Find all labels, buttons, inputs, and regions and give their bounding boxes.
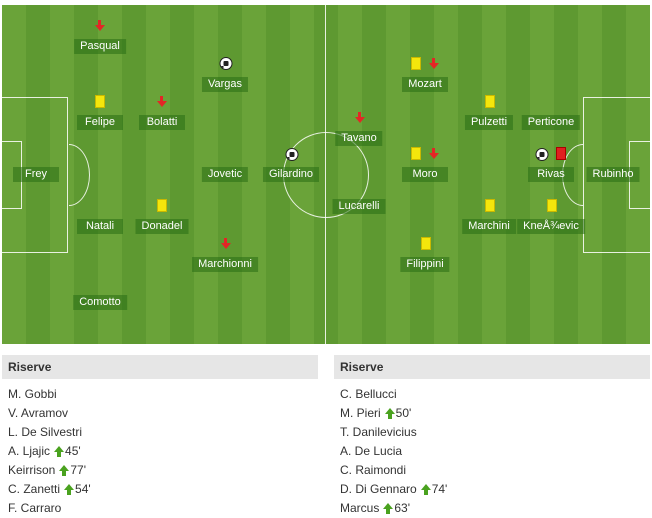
reserve-name: L. De Silvestri	[8, 425, 83, 439]
substitution-minute: 77'	[70, 463, 86, 477]
player-tavano[interactable]: Tavano	[335, 131, 383, 146]
player-gilardino[interactable]: Gilardino	[262, 167, 320, 182]
reserve-name: V. Avramov	[8, 406, 69, 420]
reserve-name: C. Zanetti	[8, 482, 61, 496]
substitution-minute: 50'	[395, 406, 412, 420]
player-kneazevic[interactable]: KneÅ¾evic	[517, 219, 585, 234]
red-card-icon	[556, 147, 566, 160]
yellow-card-icon	[421, 237, 431, 250]
player-moro[interactable]: Moro	[402, 167, 448, 182]
reserves-home-list: M. Gobbi V. Avramov L. De Silvestri A. L…	[2, 385, 318, 518]
reserve-item[interactable]: D. Di Gennaro 74'	[334, 480, 650, 499]
reserve-item[interactable]: A. De Lucia	[334, 442, 650, 461]
player-jovetic[interactable]: Jovetic	[201, 167, 249, 182]
substitution-in-icon	[420, 484, 432, 495]
reserve-name: C. Bellucci	[340, 387, 397, 401]
reserve-name: F. Carraro	[8, 501, 62, 515]
yellow-card-icon	[411, 147, 421, 160]
reserve-item[interactable]: T. Danilevicius	[334, 423, 650, 442]
reserve-name: Keirrison	[8, 463, 56, 477]
reserves-away-title: Riserve	[334, 355, 650, 379]
reserve-item[interactable]: Keirrison 77'	[2, 461, 318, 480]
yellow-card-icon	[485, 95, 495, 108]
player-pulzetti[interactable]: Pulzetti	[464, 115, 514, 130]
right-penalty-area	[583, 97, 650, 253]
substitution-minute: 45'	[65, 444, 81, 458]
player-marchini[interactable]: Marchini	[462, 219, 516, 234]
player-felipe[interactable]: Felipe	[77, 115, 123, 130]
goal-ball-icon	[285, 148, 299, 161]
reserve-item[interactable]: M. Gobbi	[2, 385, 318, 404]
reserve-name: C. Raimondi	[340, 463, 407, 477]
reserve-item[interactable]: F. Carraro	[2, 499, 318, 518]
substitution-minute: 63'	[394, 501, 410, 515]
reserve-name: M. Gobbi	[8, 387, 57, 401]
player-filippini[interactable]: Filippini	[400, 257, 450, 272]
goal-ball-icon	[219, 57, 233, 70]
reserve-name: D. Di Gennaro	[340, 482, 417, 496]
left-penalty-area	[1, 97, 68, 253]
reserve-name: T. Danilevicius	[340, 425, 417, 439]
player-marchionni[interactable]: Marchionni	[192, 257, 258, 272]
substitution-in-icon	[59, 465, 70, 476]
player-lucarelli[interactable]: Lucarelli	[332, 199, 386, 214]
reserves-home-panel: Riserve M. Gobbi V. Avramov L. De Silves…	[2, 355, 318, 518]
substitution-in-icon	[54, 446, 65, 457]
player-frey[interactable]: Frey	[13, 167, 59, 182]
yellow-card-icon	[95, 95, 105, 108]
yellow-card-icon	[157, 199, 167, 212]
reserve-item[interactable]: A. Ljajic 45'	[2, 442, 318, 461]
reserve-item[interactable]: C. Zanetti 54'	[2, 480, 318, 499]
yellow-card-icon	[411, 57, 421, 70]
player-vargas[interactable]: Vargas	[201, 77, 249, 92]
player-pasqual[interactable]: Pasqual	[74, 39, 126, 54]
substitution-in-icon	[64, 484, 75, 495]
player-perticone[interactable]: Perticone	[521, 115, 581, 130]
reserve-name: Marcus	[340, 501, 380, 515]
reserve-name: A. Ljajic	[8, 444, 51, 458]
substitution-minute: 74'	[431, 482, 448, 496]
reserves-away-panel: Riserve C. Bellucci M. Pieri 50' T. Danil…	[334, 355, 650, 518]
player-rubinho[interactable]: Rubinho	[586, 167, 640, 182]
reserve-item[interactable]: M. Pieri 50'	[334, 404, 650, 423]
reserve-name: A. De Lucia	[340, 444, 403, 458]
reserve-item[interactable]: C. Raimondi	[334, 461, 650, 480]
substitution-minute: 54'	[75, 482, 91, 496]
reserve-item[interactable]: Marcus 63'	[334, 499, 650, 518]
player-comotto[interactable]: Comotto	[73, 295, 127, 310]
substitution-in-icon	[383, 503, 394, 514]
player-rivas[interactable]: Rivas	[528, 167, 574, 182]
player-bolatti[interactable]: Bolatti	[139, 115, 185, 130]
substitution-in-icon	[384, 408, 396, 419]
reserve-item[interactable]: L. De Silvestri	[2, 423, 318, 442]
player-mozart[interactable]: Mozart	[402, 77, 448, 92]
reserve-item[interactable]: V. Avramov	[2, 404, 318, 423]
goal-ball-icon	[535, 148, 549, 161]
player-natali[interactable]: Natali	[77, 219, 123, 234]
reserve-name: M. Pieri	[340, 406, 381, 420]
yellow-card-icon	[547, 199, 557, 212]
reserves-home-title: Riserve	[2, 355, 318, 379]
reserve-item[interactable]: C. Bellucci	[334, 385, 650, 404]
player-donadel[interactable]: Donadel	[135, 219, 189, 234]
yellow-card-icon	[485, 199, 495, 212]
